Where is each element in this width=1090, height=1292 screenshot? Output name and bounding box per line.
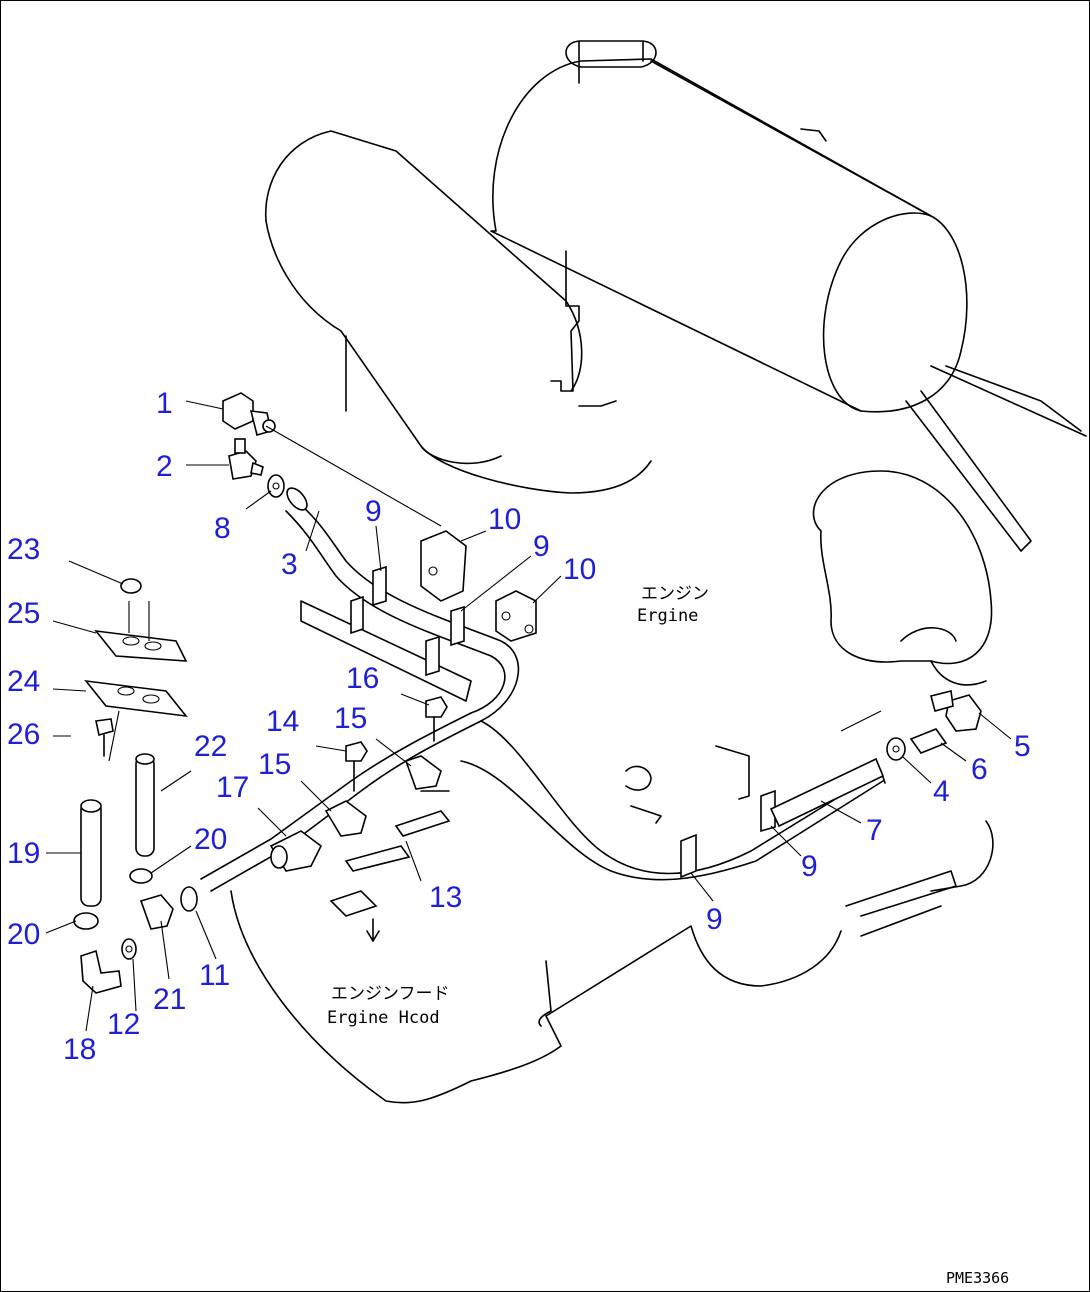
- callout-6: 6: [971, 753, 988, 786]
- annotations: エンジン Ergine エンジンフード Ergine Hcod PME3366: [327, 584, 1009, 1287]
- callout-13: 13: [429, 881, 462, 914]
- part-16-bolt: [425, 696, 448, 742]
- callout-9: 9: [365, 495, 382, 528]
- callout-10: 10: [563, 553, 596, 586]
- engine-label-en: Ergine: [637, 606, 698, 626]
- callout-3: 3: [281, 548, 298, 581]
- callout-20: 20: [7, 918, 40, 951]
- part-1-elbow: [222, 392, 276, 436]
- callout-17: 17: [216, 771, 249, 804]
- drawing-code: PME3366: [946, 1269, 1009, 1287]
- callout-9: 9: [801, 850, 818, 883]
- callout-18: 18: [63, 1033, 96, 1066]
- callout-16: 16: [346, 662, 379, 695]
- part-21-elbow: [139, 894, 174, 930]
- part-3-hose-end: [286, 487, 308, 511]
- part-22-pipe: [135, 753, 155, 857]
- callout-numbers: 1 2 8 3 9 10 9 10 23 25 24 16 26 14 15 2…: [7, 387, 1031, 1066]
- callout-15: 15: [334, 702, 367, 735]
- callout-21: 21: [153, 983, 186, 1016]
- part-7-hose: [769, 757, 885, 828]
- callout-12: 12: [107, 1008, 140, 1041]
- part-15-clips: [324, 755, 442, 837]
- callout-7: 7: [866, 814, 883, 847]
- part-18-elbow-hose: [80, 949, 122, 994]
- engine-label-jp: エンジン: [641, 584, 709, 604]
- part-2-tee: [228, 438, 264, 480]
- callout-8: 8: [214, 512, 231, 545]
- callout-4: 4: [933, 775, 950, 808]
- part-4-clamp: [886, 737, 906, 761]
- callout-20: 20: [194, 823, 227, 856]
- callout-15: 15: [258, 748, 291, 781]
- part-11-ring: [180, 886, 198, 912]
- part-23-cap: [120, 578, 142, 594]
- part-25-gasket: [94, 629, 188, 662]
- callout-24: 24: [7, 665, 40, 698]
- engine-outline: [230, 40, 1087, 1104]
- callout-10: 10: [488, 503, 521, 536]
- callout-9: 9: [533, 530, 550, 563]
- part-26-bolt: [95, 718, 114, 757]
- part-10-brackets: [420, 530, 537, 642]
- part-19-pipe: [80, 799, 102, 907]
- callout-14: 14: [266, 705, 299, 738]
- callout-5: 5: [1014, 730, 1031, 763]
- part-6-nipple: [909, 728, 948, 754]
- part-12-clamp: [121, 938, 137, 960]
- callout-11: 11: [199, 959, 230, 992]
- callout-22: 22: [194, 730, 227, 763]
- callout-19: 19: [7, 837, 40, 870]
- callout-9: 9: [706, 903, 723, 936]
- hood-label-jp: エンジンフード: [331, 984, 450, 1004]
- part-5-elbow: [930, 690, 982, 732]
- callout-1: 1: [156, 387, 173, 420]
- part-13-plates: [329, 810, 451, 942]
- part-14-bolt: [345, 741, 368, 792]
- callout-23: 23: [7, 533, 40, 566]
- part-17-sleeve: [269, 830, 323, 872]
- callout-25: 25: [7, 597, 40, 630]
- leader-lines: [45, 400, 1012, 1032]
- hose-assembly: [200, 495, 886, 892]
- part-8-clamp: [267, 474, 285, 498]
- part-24-plate: [84, 679, 188, 718]
- hood-label-en: Ergine Hcod: [327, 1008, 440, 1028]
- part-9-clips: [350, 565, 776, 879]
- callout-2: 2: [156, 450, 173, 483]
- part-20-clamps: [73, 868, 153, 930]
- callout-26: 26: [7, 718, 40, 751]
